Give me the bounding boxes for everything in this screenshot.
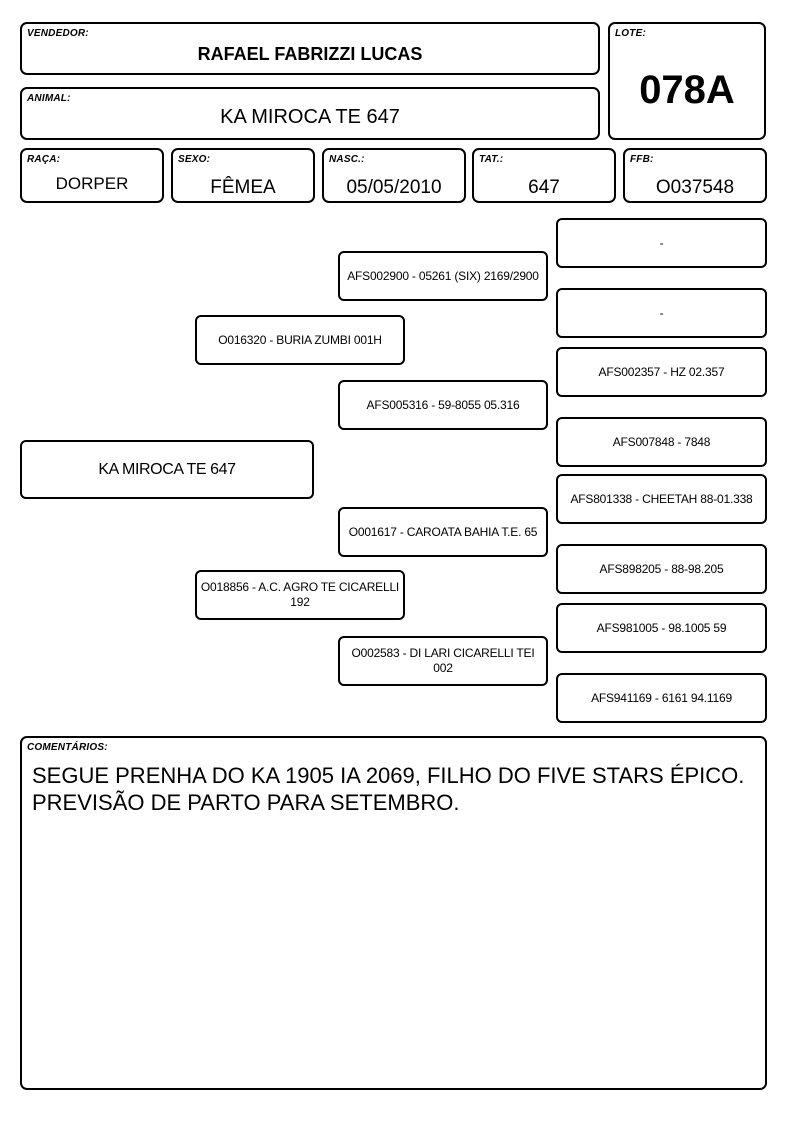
tat-box: TAT.: 647: [472, 148, 616, 203]
raca-box: RAÇA: DORPER: [20, 148, 164, 203]
sexo-value: FÊMEA: [210, 177, 276, 198]
pedigree-ggp: AFS981005 - 98.1005 59: [556, 603, 767, 653]
sexo-label: SEXO:: [178, 154, 211, 165]
vendedor-name: RAFAEL FABRIZZI LUCAS: [197, 44, 423, 64]
vendedor-label: VENDEDOR:: [27, 28, 89, 39]
pedigree-ggp: -: [556, 218, 767, 268]
ffb-value: O037548: [655, 177, 735, 198]
ffb-box: FFB: O037548: [623, 148, 767, 203]
comments-box: COMENTÁRIOS: SEGUE PRENHA DO KA 1905 IA …: [20, 736, 767, 1090]
lote-label: LOTE:: [615, 28, 646, 39]
pedigree-dam-sire: O001617 - CAROATA BAHIA T.E. 65: [338, 507, 548, 557]
pedigree-ggp: AFS941169 - 6161 94.1169: [556, 673, 767, 723]
pedigree-sire-dam: AFS005316 - 59-8055 05.316: [338, 380, 548, 430]
tat-label: TAT.:: [479, 154, 504, 165]
raca-label: RAÇA:: [27, 154, 61, 165]
pedigree-ggp: AFS007848 - 7848: [556, 417, 767, 467]
sexo-box: SEXO: FÊMEA: [171, 148, 315, 203]
lote-number: 078A: [639, 68, 735, 112]
nasc-box: NASC.: 05/05/2010: [322, 148, 466, 203]
pedigree-ggp: -: [556, 288, 767, 338]
nasc-label: NASC.:: [329, 154, 365, 165]
animal-label: ANIMAL:: [27, 93, 71, 104]
pedigree-animal: KA MIROCA TE 647: [20, 440, 314, 499]
ffb-label: FFB:: [630, 154, 654, 165]
animal-name: KA MIROCA TE 647: [220, 106, 400, 128]
pedigree-ggp: AFS898205 - 88-98.205: [556, 544, 767, 594]
pedigree-dam-dam: O002583 - DI LARI CICARELLI TEI 002: [338, 636, 548, 686]
lote-box: LOTE: 078A: [608, 22, 766, 140]
tat-value: 647: [528, 177, 560, 198]
vendedor-box: VENDEDOR: RAFAEL FABRIZZI LUCAS: [20, 22, 600, 75]
pedigree-dam: O018856 - A.C. AGRO TE CICARELLI 192: [195, 570, 405, 620]
nasc-value: 05/05/2010: [346, 177, 442, 198]
pedigree-sire: O016320 - BURIA ZUMBI 001H: [195, 315, 405, 365]
pedigree-sire-sire: AFS002900 - 05261 (SIX) 2169/2900: [338, 251, 548, 301]
pedigree-ggp: AFS801338 - CHEETAH 88-01.338: [556, 474, 767, 524]
pedigree-ggp: AFS002357 - HZ 02.357: [556, 347, 767, 397]
comments-text: SEGUE PRENHA DO KA 1905 IA 2069, FILHO D…: [32, 763, 745, 815]
comments-label: COMENTÁRIOS:: [27, 742, 108, 753]
raca-value: DORPER: [55, 174, 129, 193]
animal-box: ANIMAL: KA MIROCA TE 647: [20, 87, 600, 140]
